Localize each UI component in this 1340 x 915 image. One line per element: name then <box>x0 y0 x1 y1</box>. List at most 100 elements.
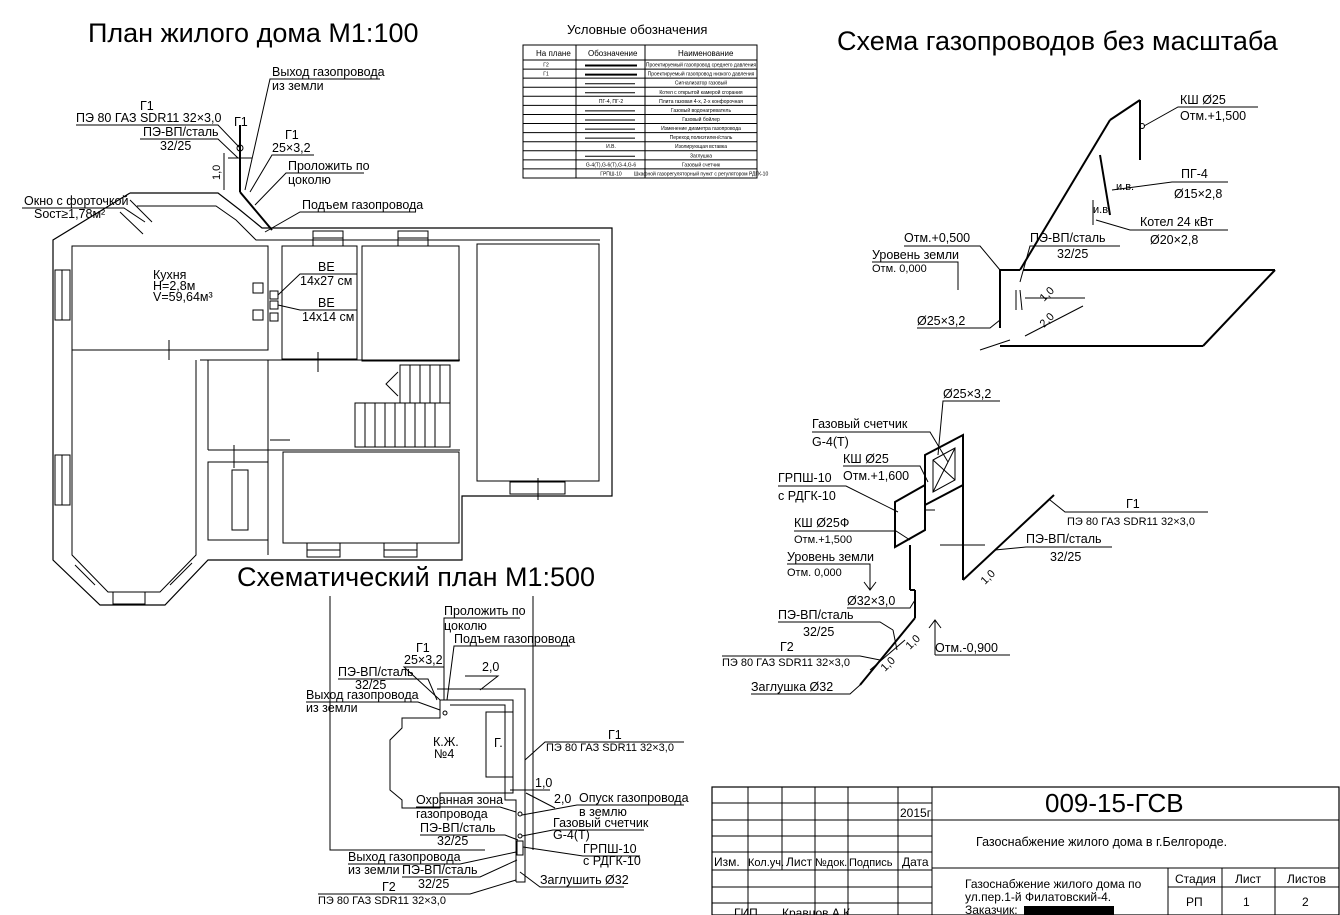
plan-exit-label-2: из земли <box>272 79 324 93</box>
schema-bottom-pe-steel-d: 32/25 <box>803 625 834 639</box>
legend-header-symbol: Обозначение <box>588 49 638 58</box>
siteplan-pe-steel: ПЭ-ВП/сталь <box>338 665 414 679</box>
legend-row-name: Газовый водонагреватель <box>671 107 732 114</box>
plan-exit-label-1: Выход газопровода <box>272 65 385 79</box>
legend-row-symbol: ПГ-4, ПГ-2 <box>599 99 623 105</box>
schema-top-ground-2: Отм. 0,000 <box>872 263 927 275</box>
siteplan-house-2: №4 <box>434 747 454 761</box>
siteplan-lay-1: Проложить по <box>444 604 526 618</box>
siteplan-house-1: К.Ж. <box>433 735 459 749</box>
siteplan-meter: Газовый счетчик <box>553 816 649 830</box>
legend-title: Условные обозначения <box>567 22 707 37</box>
siteplan-g2-pipe: ПЭ 80 ГАЗ SDR11 32×3,0 <box>318 895 446 907</box>
plan-kitchen-name: Кухня <box>153 268 186 282</box>
legend-row-name: Шкафной газорегуляторный пункт с регулят… <box>634 170 769 177</box>
stamp-desc-3: Заказчик: <box>965 903 1018 915</box>
stamp-sheet-header: Лист <box>1235 872 1262 886</box>
stamp-role: ГИП <box>734 906 758 915</box>
plan-steel-pipe: 25×3,2 <box>272 141 311 155</box>
legend-row-name: Переход полиэтилен/сталь <box>670 135 733 141</box>
title-block: 2015г Изм. Кол.уч. Лист №док. Подпись Да… <box>711 786 1340 915</box>
stamp-col-date: Дата <box>902 855 929 869</box>
stamp-col-sign: Подпись <box>849 857 893 869</box>
siteplan-lay-2: цоколю <box>444 619 487 633</box>
legend-header-plan: На плане <box>536 49 571 58</box>
siteplan-descend-2: в землю <box>579 805 627 819</box>
stamp-code: 009-15-ГСВ <box>1045 788 1184 818</box>
siteplan-pe-steel-d: 32/25 <box>355 678 386 692</box>
schema-bottom-valve-mark: Отм.+1,600 <box>843 469 909 483</box>
plan-dim-1: 1,0 <box>211 165 223 180</box>
siteplan-title: Схематический план М1:500 <box>237 562 595 592</box>
schema-top-pipe-d: Ø25×3,2 <box>917 314 965 328</box>
schema-bottom: Ø25×3,2 Газовый счетчик G-4(Т) КШ Ø25 От… <box>722 387 1208 695</box>
legend-row-name: Газовый счетчик <box>682 161 721 168</box>
schema-top-boiler: Котел 24 кВт <box>1140 215 1214 229</box>
schema-bottom-pipe-top: Ø25×3,2 <box>943 387 991 401</box>
siteplan-exit-1: Выход газопровода <box>306 688 419 702</box>
legend-row-name: Заглушка <box>690 153 712 159</box>
schema-top-valve-mark: Отм.+1,500 <box>1180 109 1246 123</box>
siteplan-dim-20b: 2,0 <box>554 792 571 806</box>
legend-row-plan: Г2 <box>543 63 549 69</box>
siteplan-zone-2: газопровода <box>416 807 488 821</box>
siteplan-g1: Г1 <box>416 641 430 655</box>
plan-g1-small: Г1 <box>234 115 248 129</box>
legend-row-name: Проектируемый газопровод низкого давлени… <box>648 71 755 78</box>
legend-row-symbol: G-4(Т),G-6(Т),G-4,G-6 <box>586 162 636 168</box>
schema-title: Схема газопроводов без масштаба <box>837 26 1279 56</box>
site-plan: Проложить по цоколю Подъем газопровода Г… <box>306 596 689 907</box>
siteplan-pe-steel-2: ПЭ-ВП/сталь <box>420 821 496 835</box>
schema-bottom-pe-steel-r: ПЭ-ВП/сталь <box>1026 532 1102 546</box>
stamp-stage-header: Стадия <box>1175 872 1216 886</box>
plan-rise-label: Подъем газопровода <box>302 198 423 212</box>
schema-bottom-grpsh: ГРПШ-10 <box>778 471 832 485</box>
legend-row-symbol: И.В. <box>606 144 616 150</box>
schema-bottom-valve-f-mark: Отм.+1,500 <box>794 534 852 546</box>
stamp-stage: РП <box>1186 895 1203 909</box>
schema-bottom-ground-2: Отм. 0,000 <box>787 567 842 579</box>
siteplan-grpsh-reg: с РДГК-10 <box>583 854 641 868</box>
stamp-year: 2015г <box>900 806 932 820</box>
schema-top: КШ Ø25 Отм.+1,500 ПГ-4 Ø15×2,8 и.в. и.в.… <box>872 93 1276 351</box>
siteplan-dim-20: 2,0 <box>482 660 499 674</box>
plan-vent-2: ВЕ <box>318 296 335 310</box>
plan-g1-label: Г1 <box>140 99 154 113</box>
stamp-sheets-header: Листов <box>1287 872 1326 886</box>
schema-bottom-meter-type: G-4(Т) <box>812 435 849 449</box>
siteplan-exit-2: из земли <box>306 701 358 715</box>
schema-bottom-g2: Г2 <box>780 640 794 654</box>
schema-bottom-g1: Г1 <box>1126 497 1140 511</box>
staircase <box>354 364 451 448</box>
plan-pe-steel-d: 32/25 <box>160 139 191 153</box>
stamp-col-izm: Изм. <box>714 855 740 869</box>
stamp-title: Газоснабжение жилого дома в г.Белгороде. <box>976 835 1227 849</box>
schema-top-iv-2: и.в. <box>1093 204 1111 216</box>
plan-g1-riser: Г1 <box>285 128 299 142</box>
schema-bottom-dim-3: 1,0 <box>904 633 923 652</box>
schema-bottom-pipe-32: Ø32×3,0 <box>847 594 895 608</box>
siteplan-pe-steel-2-d: 32/25 <box>437 834 468 848</box>
schema-top-valve: КШ Ø25 <box>1180 93 1226 107</box>
siteplan-g1-r: Г1 <box>608 728 622 742</box>
schema-bottom-g1-pipe: ПЭ 80 ГАЗ SDR11 32×3,0 <box>1067 516 1195 528</box>
legend-row-name: Газовый бойлер <box>682 116 720 123</box>
schema-top-stove: ПГ-4 <box>1181 167 1208 181</box>
plan-pe-pipe: ПЭ 80 ГАЗ SDR11 32×3,0 <box>76 111 221 125</box>
siteplan-exit-b-2: из земли <box>348 863 400 877</box>
siteplan-g1-r-pipe: ПЭ 80 ГАЗ SDR11 32×3,0 <box>546 742 674 754</box>
siteplan-descend-1: Опуск газопровода <box>579 791 689 805</box>
schema-top-pe-steel: ПЭ-ВП/сталь <box>1030 231 1106 245</box>
siteplan-garage: Г. <box>494 736 503 750</box>
siteplan-grpsh: ГРПШ-10 <box>583 842 637 856</box>
siteplan-dim-10: 1,0 <box>535 776 552 790</box>
stamp-col-koluch: Кол.уч. <box>748 857 784 869</box>
house-plan: 1,0 Выход газопровода из земли Г1 ПЭ 80 … <box>22 65 613 606</box>
plan-lay-1: Проложить по <box>288 159 370 173</box>
legend: Условные обозначения На плане Обозначени… <box>522 22 769 179</box>
legend-header-name: Наименование <box>678 49 734 58</box>
schema-bottom-pe-steel-r-d: 32/25 <box>1050 550 1081 564</box>
schema-top-dim-2: 2,0 <box>1038 311 1057 330</box>
schema-top-dim-1: 1,0 <box>1038 285 1057 304</box>
